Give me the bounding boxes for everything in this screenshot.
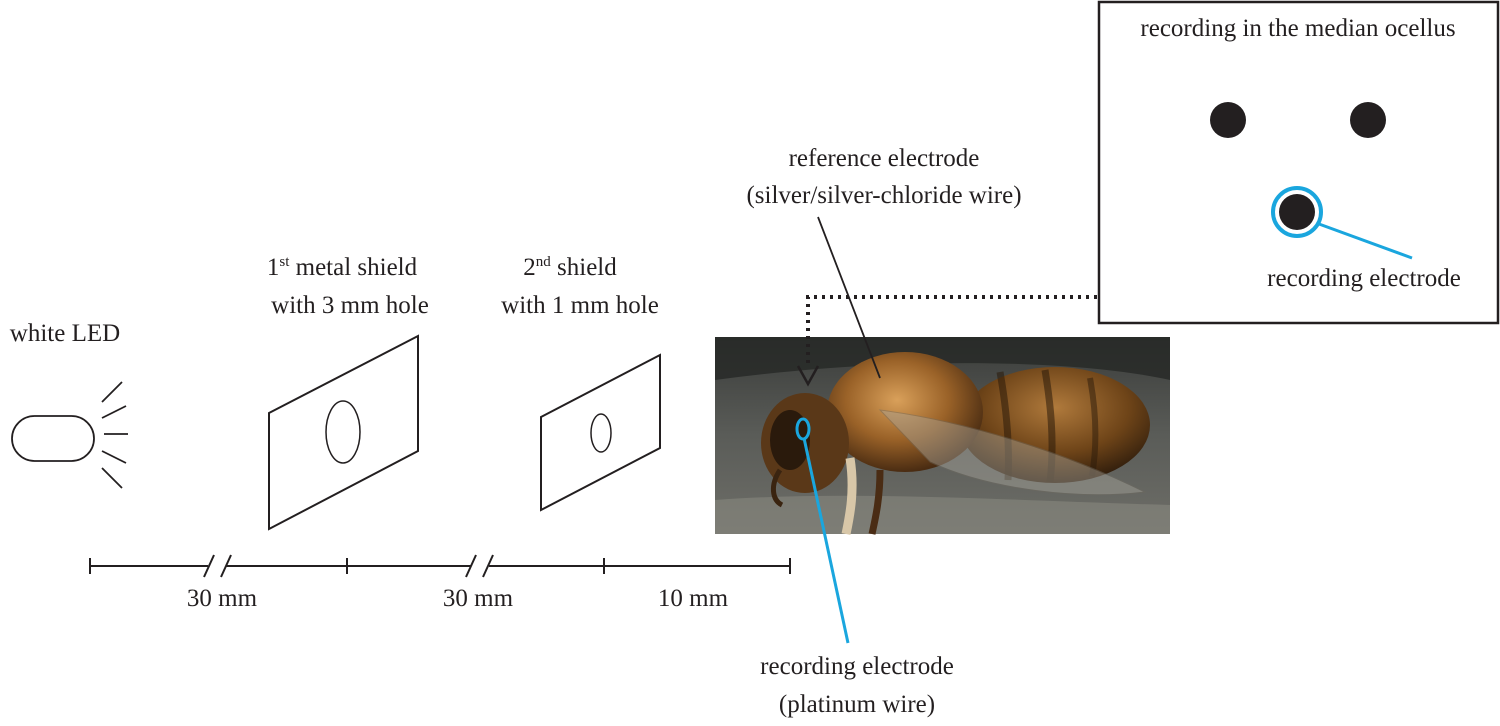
recording-electrode-label-line1: recording electrode [760, 653, 954, 680]
shield1-label-line1: 1st metal shield [267, 254, 418, 281]
reference-electrode-label-line2: (silver/silver-chloride wire) [746, 182, 1021, 209]
inset-callout-arrow [796, 295, 1097, 387]
shield1-label-line2: with 3 mm hole [271, 292, 429, 319]
scale-label-2: 30 mm [443, 585, 514, 612]
inset-title: recording in the median ocellus [1140, 15, 1455, 42]
lateral-ocellus-right [1350, 102, 1386, 138]
white-led-label: white LED [10, 320, 120, 347]
shield1-hole [325, 400, 361, 464]
inset-recording-electrode-label: recording electrode [1267, 265, 1461, 292]
median-ocellus [1279, 194, 1315, 230]
inset-electrode-ring [1271, 186, 1323, 238]
axis-break-mark [220, 554, 232, 578]
lateral-ocellus-left [1210, 102, 1246, 138]
bee-photo [715, 337, 1170, 535]
axis-break-mark [203, 554, 215, 578]
inset-median-ocellus: recording in the median ocellus recordin… [1097, 0, 1500, 325]
shield2-hole [590, 413, 612, 453]
light-rays-icon [101, 381, 128, 489]
recording-electrode-label-line2: (platinum wire) [779, 691, 935, 718]
axis-break-mark [482, 554, 494, 578]
white-led [11, 381, 128, 489]
shield2-label-line1: 2nd shield [523, 254, 617, 281]
recording-electrode-wire [802, 437, 850, 644]
first-metal-shield [268, 334, 419, 531]
shield2-label-line2: with 1 mm hole [501, 292, 659, 319]
axis-break-mark [465, 554, 477, 578]
inset-electrode-wire [1318, 222, 1413, 260]
reference-electrode-label-line1: reference electrode [789, 145, 980, 172]
scale-label-1: 30 mm [187, 585, 258, 612]
distance-scale-bar [89, 554, 791, 578]
second-shield [540, 353, 661, 512]
scale-label-3: 10 mm [658, 585, 729, 612]
